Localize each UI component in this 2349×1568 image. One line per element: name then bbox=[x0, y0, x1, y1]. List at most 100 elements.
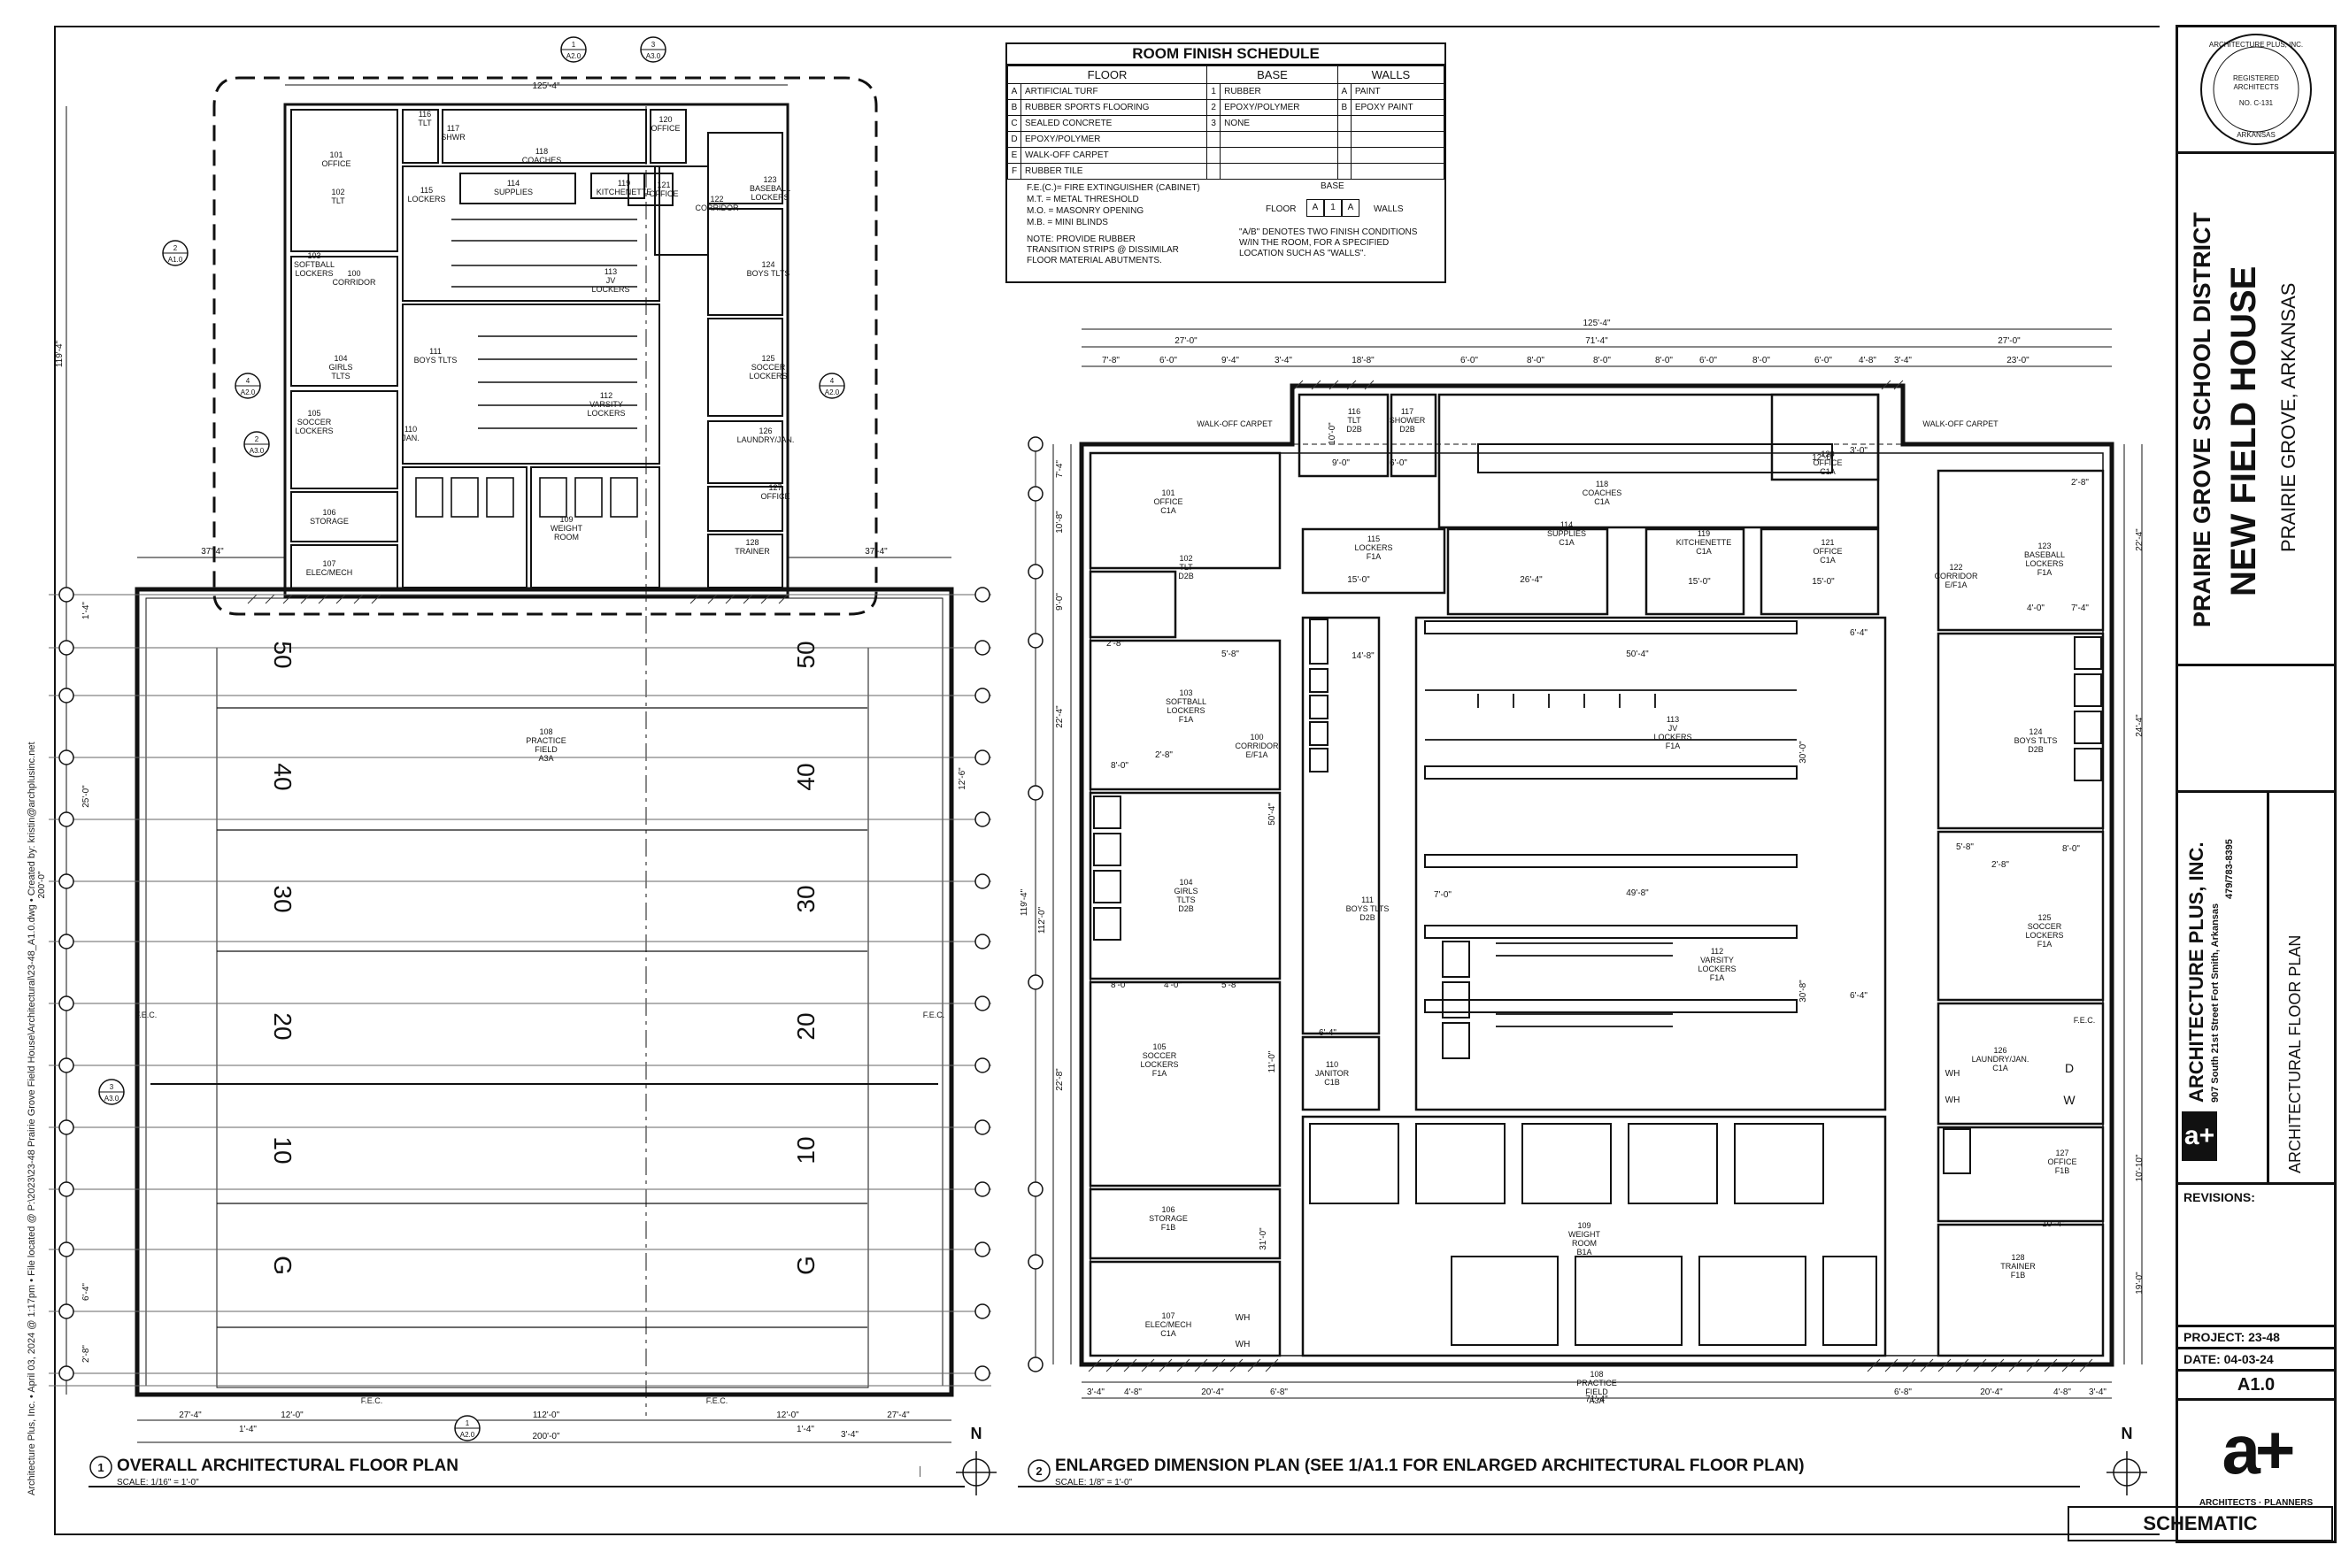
p1-room-100-name: CORRIDOR bbox=[333, 278, 376, 287]
p2-room-126-number: 126 bbox=[1993, 1046, 2006, 1055]
plan1-number: 1 bbox=[97, 1461, 104, 1474]
p1-room-120-name: OFFICE bbox=[651, 124, 681, 133]
p2-room-112-number: 112 bbox=[1711, 947, 1723, 956]
p2-room-100-number: 100 bbox=[1250, 733, 1263, 742]
p2-dim-58c: 5'-8" bbox=[1956, 842, 1974, 852]
section-tag-number-2: 2 bbox=[173, 244, 178, 252]
schedule-code: B bbox=[1336, 99, 1352, 116]
p1-dim-bottom-total: 200'-0" bbox=[532, 1432, 559, 1441]
p2-dim-504: 50'-4" bbox=[1267, 803, 1277, 826]
p2-dim-64i: 6'-4" bbox=[1850, 628, 1868, 638]
p1-room-123-name-2: LOCKERS bbox=[751, 193, 789, 202]
schedule-code: A bbox=[1336, 83, 1352, 100]
p1-fec-right: F.E.C. bbox=[923, 1011, 945, 1019]
section-tag-sheet-3: A2.0 bbox=[241, 388, 256, 396]
yard-number-left-20: 20 bbox=[269, 1012, 297, 1040]
p1-room-110-name: JAN. bbox=[402, 434, 420, 442]
p1-room-102-name: TLT bbox=[331, 196, 345, 205]
schedule-description bbox=[1220, 147, 1338, 164]
seal-number: NO. C-131 bbox=[2239, 99, 2274, 107]
p2-dim-264: 26'-4" bbox=[1520, 575, 1543, 585]
p1-room-104-name: GIRLS bbox=[328, 363, 352, 372]
p2-room-115-name: LOCKERS bbox=[1354, 543, 1392, 552]
p2-dim-34b: 3'-4" bbox=[1894, 356, 1912, 365]
seal-firm: ARCHITECTURE PLUS, INC. bbox=[2209, 41, 2303, 49]
p2-dim-70i: 7'-0" bbox=[1434, 890, 1452, 900]
p1-room-122-name: CORRIDOR bbox=[696, 204, 739, 212]
p2-dim-60b: 6'-0" bbox=[1460, 356, 1478, 365]
schedule-description: SEALED CONCRETE bbox=[1020, 115, 1208, 132]
p1-room-111-number: 111 bbox=[429, 347, 442, 356]
p2-room-125-name-2: LOCKERS bbox=[2025, 931, 2063, 940]
p2-room-110-finish: C1B bbox=[1324, 1078, 1340, 1087]
key-base-label: BASE bbox=[1321, 181, 1344, 191]
yard-number-left-G: G bbox=[269, 1256, 297, 1275]
section-tag-number-5: 2 bbox=[255, 435, 259, 443]
schedule-notes: F.E.(C.)= FIRE EXTINGUISHER (CABINET) M.… bbox=[1007, 180, 1444, 272]
p2-room-121-name: OFFICE bbox=[1814, 547, 1843, 556]
tb-blank bbox=[2178, 666, 2334, 793]
p2-room-121-number: 121 bbox=[1821, 538, 1834, 547]
p2-room-119-number: 119 bbox=[1698, 529, 1710, 538]
section-tag-sheet-6: A2.0 bbox=[460, 1431, 475, 1439]
p1-room-101-name: OFFICE bbox=[322, 159, 351, 168]
schedule-description: EPOXY/POLYMER bbox=[1020, 131, 1208, 148]
yard-number-right-10: 10 bbox=[792, 1136, 820, 1164]
p2-room-109-name-2: ROOM bbox=[1572, 1239, 1597, 1248]
p2-room-127-number: 127 bbox=[2055, 1149, 2068, 1157]
p1-room-109-name-2: ROOM bbox=[554, 533, 579, 542]
p2-dim-60i: 6'-0" bbox=[1390, 458, 1407, 468]
p2-walkoff-right: WALK-OFF CARPET bbox=[1922, 419, 1999, 428]
p2-room-108-finish: A3A bbox=[1589, 1396, 1604, 1405]
p2-room-117-number: 117 bbox=[1401, 407, 1413, 416]
p2-dim-188: 18'-8" bbox=[1352, 356, 1375, 365]
p1-room-117-number: 117 bbox=[447, 124, 459, 133]
section-tag-sheet-7: A3.0 bbox=[104, 1095, 119, 1103]
p2-room-108-name: PRACTICE bbox=[1576, 1379, 1617, 1387]
schedule-description: WALK-OFF CARPET bbox=[1020, 147, 1208, 164]
schedule-code bbox=[1336, 131, 1352, 148]
p1-dim-34: 3'-4" bbox=[841, 1430, 859, 1440]
schedule-description bbox=[1220, 131, 1338, 148]
key-floor-box: A bbox=[1306, 199, 1324, 217]
note-2: TRANSITION STRIPS @ DISSIMILAR bbox=[1027, 245, 1179, 255]
section-tag-number-3: 4 bbox=[246, 377, 250, 385]
p2-room-104-number: 104 bbox=[1179, 878, 1192, 887]
p2-room-100-name: CORRIDOR bbox=[1236, 742, 1279, 750]
district-name: PRAIRIE GROVE SCHOOL DISTRICT bbox=[2189, 211, 2215, 627]
p2-dim-244: 24'-4" bbox=[2135, 714, 2145, 737]
p2-room-111-number: 111 bbox=[1361, 895, 1374, 904]
schedule-description: EPOXY PAINT bbox=[1350, 99, 1445, 116]
p1-room-105-name: SOCCER bbox=[297, 418, 332, 427]
ab-note-1: "A/B" DENOTES TWO FINISH CONDITIONS bbox=[1239, 227, 1418, 237]
p2-dim-40i: 4'-0" bbox=[1164, 980, 1182, 990]
p1-room-112-name: VARSITY bbox=[589, 400, 623, 409]
key-base-box: 1 bbox=[1324, 199, 1342, 217]
p2-dim-58a: 5'-8" bbox=[1221, 649, 1239, 659]
p2-room-115-finish: F1A bbox=[1367, 552, 1382, 561]
p1-room-120-number: 120 bbox=[658, 115, 672, 124]
p2-room-113-number: 113 bbox=[1667, 715, 1679, 724]
plan2-number: 2 bbox=[1036, 1464, 1042, 1478]
yard-number-left-40: 40 bbox=[269, 763, 297, 790]
p2-dim-148: 14'-8" bbox=[1352, 651, 1375, 661]
p1-dim-12-right: 12'-0" bbox=[776, 1410, 799, 1420]
p2-room-119-finish: C1A bbox=[1696, 547, 1712, 556]
p1-room-119-number: 119 bbox=[618, 179, 630, 188]
p2-dim-28b: 2'-8" bbox=[1155, 750, 1173, 760]
p2-room-104-finish: D2B bbox=[1178, 904, 1194, 913]
p1-room-125-number: 125 bbox=[761, 354, 774, 363]
p2-dim-27-right: 27'-0" bbox=[1998, 336, 2021, 346]
p1-room-113-name-2: LOCKERS bbox=[591, 285, 629, 294]
schedule-code: 2 bbox=[1206, 99, 1221, 116]
p2-room-125-name: SOCCER bbox=[2028, 922, 2062, 931]
p2-room-119-name: KITCHENETTE bbox=[1676, 538, 1732, 547]
sheet-number-cell: A1.0 bbox=[2178, 1372, 2334, 1401]
section-tag-number-6: 1 bbox=[466, 1419, 470, 1427]
p2-dim-80i: 8'-0" bbox=[1111, 761, 1128, 771]
p2-dim-b48r: 4'-8" bbox=[2053, 1387, 2071, 1397]
p2-dim-64j: 6'-4" bbox=[1850, 991, 1868, 1001]
note-1: NOTE: PROVIDE RUBBER bbox=[1027, 234, 1136, 244]
p1-room-126-name: LAUNDRY/JAN. bbox=[737, 435, 795, 444]
